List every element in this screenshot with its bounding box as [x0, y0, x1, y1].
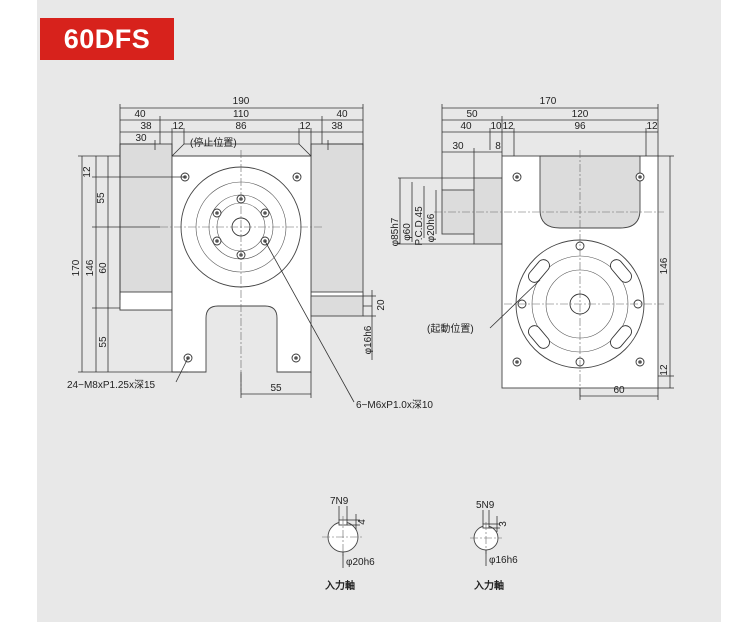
model-title: 60DFS — [40, 18, 174, 60]
side-dim-85h7: φ85h7 — [390, 217, 401, 246]
key-depth-4: 4 — [357, 519, 368, 525]
side-dim-120: 120 — [572, 109, 589, 120]
side-dim-96: 96 — [574, 121, 586, 132]
callout-m6-holes: 6−M6xP1.0x深10 — [356, 399, 433, 411]
side-dim-60-bottom: 60 — [613, 385, 625, 396]
side-dim-20h6: φ20h6 — [426, 213, 437, 242]
dim-40-left: 40 — [134, 109, 146, 120]
side-dim-40: 40 — [460, 121, 472, 132]
side-dim-30: 30 — [452, 141, 464, 152]
side-dim-12-left: 12 — [502, 121, 514, 132]
dim-16h6-shaft: φ16h6 — [363, 325, 374, 354]
dim-38-right: 38 — [331, 121, 343, 132]
dim-110: 110 — [233, 109, 249, 120]
side-slots — [517, 241, 643, 367]
dim-146-left: 146 — [85, 259, 96, 276]
dim-20-shaft: 20 — [376, 299, 387, 311]
side-view: 170 50 120 40 10 12 96 12 30 8 φ85h7 φ60… — [390, 96, 674, 400]
dim-190: 190 — [233, 96, 250, 107]
dim-30: 30 — [135, 133, 147, 144]
dim-38-left: 38 — [140, 121, 152, 132]
stop-position-label: (停止位置) — [190, 136, 237, 149]
side-dim-146: 146 — [659, 257, 670, 274]
dim-86: 86 — [235, 121, 247, 132]
key-dia-16h6: φ16h6 — [489, 555, 518, 566]
keyway-right: 5N9 3 φ16h6 入力軸 — [470, 500, 518, 592]
side-dim-12-vert: 12 — [659, 364, 670, 376]
dim-12-left-vert: 12 — [82, 166, 93, 178]
dim-55-bottom: 55 — [270, 383, 282, 394]
dim-55-lower: 55 — [98, 336, 109, 348]
keyway-left: 7N9 4 φ20h6 入力軸 — [322, 496, 375, 592]
side-dim-60-dia: φ60 — [402, 223, 413, 241]
side-dim-12-right: 12 — [646, 121, 658, 132]
dim-60-left: 60 — [98, 262, 109, 274]
input-shaft-caption-left: 入力軸 — [325, 579, 355, 592]
dim-12-right: 12 — [299, 121, 311, 132]
key-dia-20h6: φ20h6 — [346, 557, 375, 568]
key-7n9: 7N9 — [330, 496, 349, 507]
callout-m8-holes: 24−M8xP1.25x深15 — [67, 379, 156, 391]
side-dim-50: 50 — [466, 109, 478, 120]
key-depth-3: 3 — [498, 521, 509, 527]
dim-170-left: 170 — [71, 259, 82, 276]
start-position-label: (起動位置) — [427, 322, 474, 335]
input-shaft-caption-right: 入力軸 — [474, 579, 504, 592]
dim-12-left: 12 — [172, 121, 184, 132]
side-dim-170: 170 — [540, 96, 557, 107]
dim-55-upper: 55 — [96, 192, 107, 204]
dim-40-right: 40 — [336, 109, 348, 120]
side-dim-10: 10 — [490, 121, 502, 132]
side-dim-8: 8 — [495, 141, 501, 152]
front-view: 190 110 40 40 38 38 12 12 86 30 (停止位置) 1 — [67, 96, 433, 411]
key-5n9: 5N9 — [476, 500, 495, 511]
side-dim-pcd45: P.C.D.45 — [414, 206, 425, 246]
